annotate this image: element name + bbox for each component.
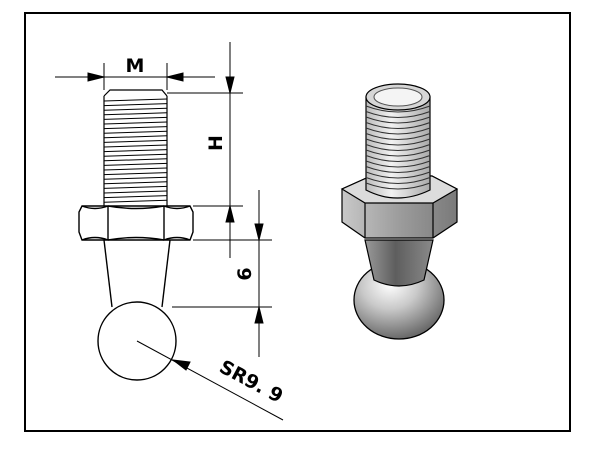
thread-line bbox=[103, 176, 168, 180]
thread-line bbox=[103, 181, 168, 185]
dimension-m bbox=[55, 63, 215, 90]
thread-line bbox=[103, 195, 168, 199]
iso-thread-ring bbox=[365, 132, 431, 140]
thread-line bbox=[103, 103, 168, 107]
neck bbox=[103, 239, 171, 308]
thread-line bbox=[103, 167, 168, 171]
iso-thread-ring bbox=[365, 127, 431, 135]
thread-line bbox=[103, 149, 168, 153]
thread-line bbox=[103, 130, 168, 134]
label-m: M bbox=[126, 55, 145, 77]
label-h: H bbox=[205, 135, 227, 151]
thread-line bbox=[103, 98, 168, 102]
thread-line bbox=[103, 126, 168, 130]
dimension-6 bbox=[172, 190, 272, 357]
dimension-h bbox=[167, 42, 243, 258]
iso-thread-ring bbox=[365, 110, 431, 118]
iso-thread-ring bbox=[365, 138, 431, 146]
iso-thread-ring bbox=[365, 121, 431, 129]
dimension-sr bbox=[136, 340, 284, 421]
isometric-view bbox=[340, 83, 459, 340]
thread-line bbox=[103, 172, 168, 176]
thread-line bbox=[103, 190, 168, 194]
iso-thread-ring bbox=[365, 165, 431, 173]
iso-thread-ring bbox=[365, 154, 431, 162]
label-sr: SR9. 9 bbox=[216, 356, 287, 408]
drawing-border bbox=[24, 12, 571, 432]
iso-thread-lines bbox=[365, 105, 431, 190]
ball bbox=[97, 301, 177, 381]
thread-line bbox=[103, 112, 168, 116]
thread-line bbox=[103, 107, 168, 111]
thread-line bbox=[103, 116, 168, 120]
iso-thread-ring bbox=[365, 176, 431, 184]
thread-line bbox=[103, 185, 168, 189]
label-6: 6 bbox=[234, 267, 256, 280]
thread-lines bbox=[103, 98, 168, 203]
hex-nut bbox=[78, 205, 194, 241]
iso-thread-ring bbox=[365, 143, 431, 151]
iso-thread-ring bbox=[365, 160, 431, 168]
iso-thread-ring bbox=[365, 171, 431, 179]
iso-thread-ring bbox=[365, 116, 431, 124]
iso-thread-ring bbox=[365, 105, 431, 113]
thread-line bbox=[103, 135, 168, 139]
iso-thread-ring bbox=[365, 182, 431, 190]
iso-thread-shaft bbox=[365, 96, 431, 199]
iso-shaft-top-chamfer bbox=[373, 87, 423, 107]
thread-line bbox=[103, 139, 168, 143]
thread-line bbox=[103, 199, 168, 203]
thread-line bbox=[103, 158, 168, 162]
iso-thread-ring bbox=[365, 149, 431, 157]
orthographic-view bbox=[55, 42, 284, 421]
thread-line bbox=[103, 121, 168, 125]
thread-section bbox=[103, 89, 168, 206]
iso-neck bbox=[364, 239, 434, 287]
thread-line bbox=[103, 144, 168, 148]
thread-line bbox=[103, 153, 168, 157]
thread-line bbox=[103, 162, 168, 166]
